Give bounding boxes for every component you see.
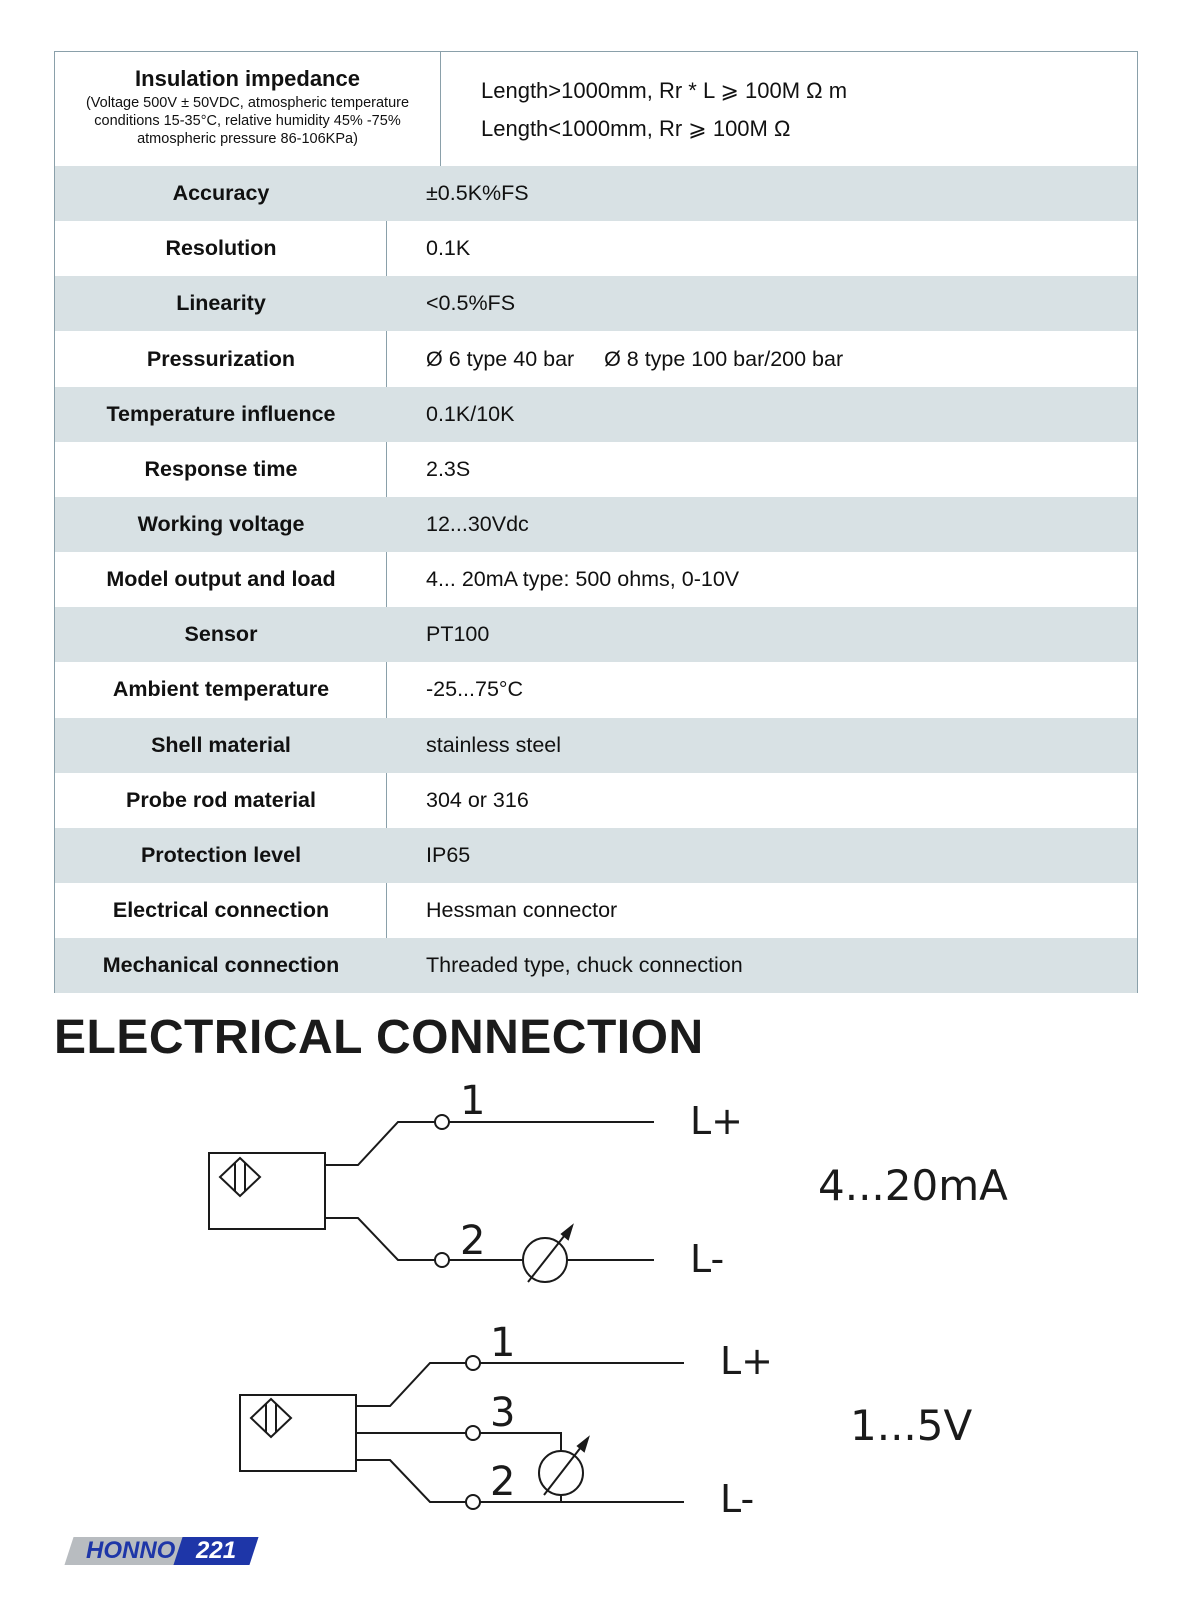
spec-label: Ambient temperature [112, 677, 330, 702]
pin-label-2: 2 [490, 1459, 515, 1505]
insulation-value: Length>1000mm, Rr * L ⩾ 100M Ω m [481, 78, 848, 103]
spec-label: Temperature influence [106, 401, 336, 426]
wire-bottom-2 [356, 1459, 466, 1503]
insulation-label-cell: Insulation impedance (Voltage 500V ± 50V… [55, 52, 441, 166]
terminal-3 [465, 1425, 481, 1441]
terminal-1 [434, 1114, 450, 1130]
l-plus-label: L+ [720, 1339, 773, 1383]
spec-value: Threaded type, chuck connection [426, 953, 743, 978]
pin-label-1: 1 [460, 1078, 485, 1124]
insulation-note-line: atmospheric pressure 86-106KPa) [137, 131, 358, 147]
pin-label-1: 1 [490, 1320, 515, 1366]
pin-label-2: 2 [460, 1218, 485, 1264]
spec-label: Mechanical connection [102, 953, 340, 978]
meter-icon [522, 1223, 574, 1283]
page-number: 221 [196, 1537, 237, 1564]
table-row: Probe rod material 304 or 316 [55, 773, 1137, 828]
table-row: Ambient temperature -25...75°C [55, 662, 1137, 717]
spec-label: Shell material [151, 732, 291, 757]
spec-value: IP65 [426, 842, 471, 867]
insulation-note-line: (Voltage 500V ± 50VDC, atmospheric tempe… [85, 95, 410, 111]
spec-label: Probe rod material [126, 787, 316, 812]
spec-label: Pressurization [146, 346, 296, 371]
brand-logo: HONNO [86, 1537, 176, 1564]
section-heading: ELECTRICAL CONNECTION [54, 1011, 704, 1064]
terminal-2 [465, 1494, 481, 1510]
terminal-2 [434, 1252, 450, 1268]
spec-label: Sensor [184, 622, 258, 647]
spec-value: -25...75°C [426, 677, 524, 702]
wire-bottom-1 [325, 1217, 437, 1261]
table-row: Mechanical connection Threaded type, chuc… [55, 938, 1137, 994]
insulation-title: Insulation impedance [135, 66, 360, 91]
spec-label: Protection level [140, 842, 302, 867]
table-row: Temperature influence 0.1K/10K [55, 386, 1137, 442]
insulation-value: Length<1000mm, Rr ⩾ 100M Ω [481, 116, 791, 141]
spec-value: stainless steel [426, 732, 562, 757]
spec-value: Hessman connector [426, 898, 618, 923]
table-row: Working voltage 12...30Vdc [55, 496, 1137, 553]
table-row: Model output and load 4... 20mA type: 500… [55, 552, 1137, 607]
table-row: Shell material stainless steel [55, 717, 1137, 773]
sensor-box-2 [239, 1394, 357, 1472]
spec-value: 0.1K/10K [426, 401, 515, 426]
output-label-current: 4...20mA [818, 1161, 1008, 1210]
meter-icon [538, 1435, 590, 1496]
l-plus-label: L+ [690, 1099, 743, 1143]
spec-label: Model output and load [106, 567, 336, 592]
l-minus-label: L- [720, 1477, 754, 1521]
insulation-note-line: conditions 15-35°C, relative humidity 45… [94, 113, 401, 129]
table-row: Accuracy ±0.5K%FS [55, 166, 1137, 222]
terminal-1 [465, 1355, 481, 1371]
table-row: Electrical connection Hessman connector [55, 883, 1137, 938]
insulation-note: (Voltage 500V ± 50VDC, atmospheric tempe… [55, 94, 440, 148]
sensor-symbol-icon [249, 1397, 293, 1439]
spec-label: Resolution [165, 236, 277, 261]
table-row: Protection level IP65 [55, 827, 1137, 884]
table-row: Pressurization Ø 6 type 40 bar Ø 8 type 1… [55, 331, 1137, 386]
spec-label: Linearity [176, 291, 266, 316]
spec-value: 304 or 316 [426, 787, 529, 812]
wire-top-1 [325, 1121, 437, 1166]
spec-value: Ø 6 type 40 bar Ø 8 type 100 bar/200 bar [426, 346, 844, 371]
spec-label: Working voltage [137, 512, 305, 537]
output-label-voltage: 1...5V [850, 1401, 972, 1450]
table-row: Response time 2.3S [55, 442, 1137, 497]
spec-label: Electrical connection [112, 898, 330, 923]
insulation-row: Insulation impedance (Voltage 500V ± 50V… [55, 52, 1137, 166]
spec-table: Insulation impedance (Voltage 500V ± 50V… [54, 51, 1138, 994]
insulation-values: Length>1000mm, Rr * L ⩾ 100M Ω m Length<… [481, 72, 847, 148]
column-divider [386, 174, 387, 992]
spec-value: 0.1K [426, 236, 471, 261]
pin-label-3: 3 [490, 1390, 515, 1436]
table-row: Linearity <0.5%FS [55, 276, 1137, 332]
spec-label: Accuracy [172, 181, 270, 206]
spec-value: 12...30Vdc [426, 512, 529, 537]
spec-value: 4... 20mA type: 500 ohms, 0-10V [426, 567, 740, 592]
spec-value: PT100 [426, 622, 490, 647]
sensor-box-1 [208, 1152, 326, 1230]
sensor-symbol-icon [218, 1156, 262, 1198]
spec-value: 2.3S [426, 456, 471, 481]
spec-rows: Accuracy ±0.5K%FS Resolution 0.1K Linearit… [55, 166, 1137, 994]
wire-top-2 [356, 1362, 468, 1407]
table-row: Sensor PT100 [55, 607, 1137, 663]
spec-value: ±0.5K%FS [426, 181, 529, 206]
spec-value: <0.5%FS [426, 291, 516, 316]
table-row: Resolution 0.1K [55, 221, 1137, 276]
l-minus-label: L- [690, 1237, 724, 1281]
spec-label: Response time [144, 456, 298, 481]
